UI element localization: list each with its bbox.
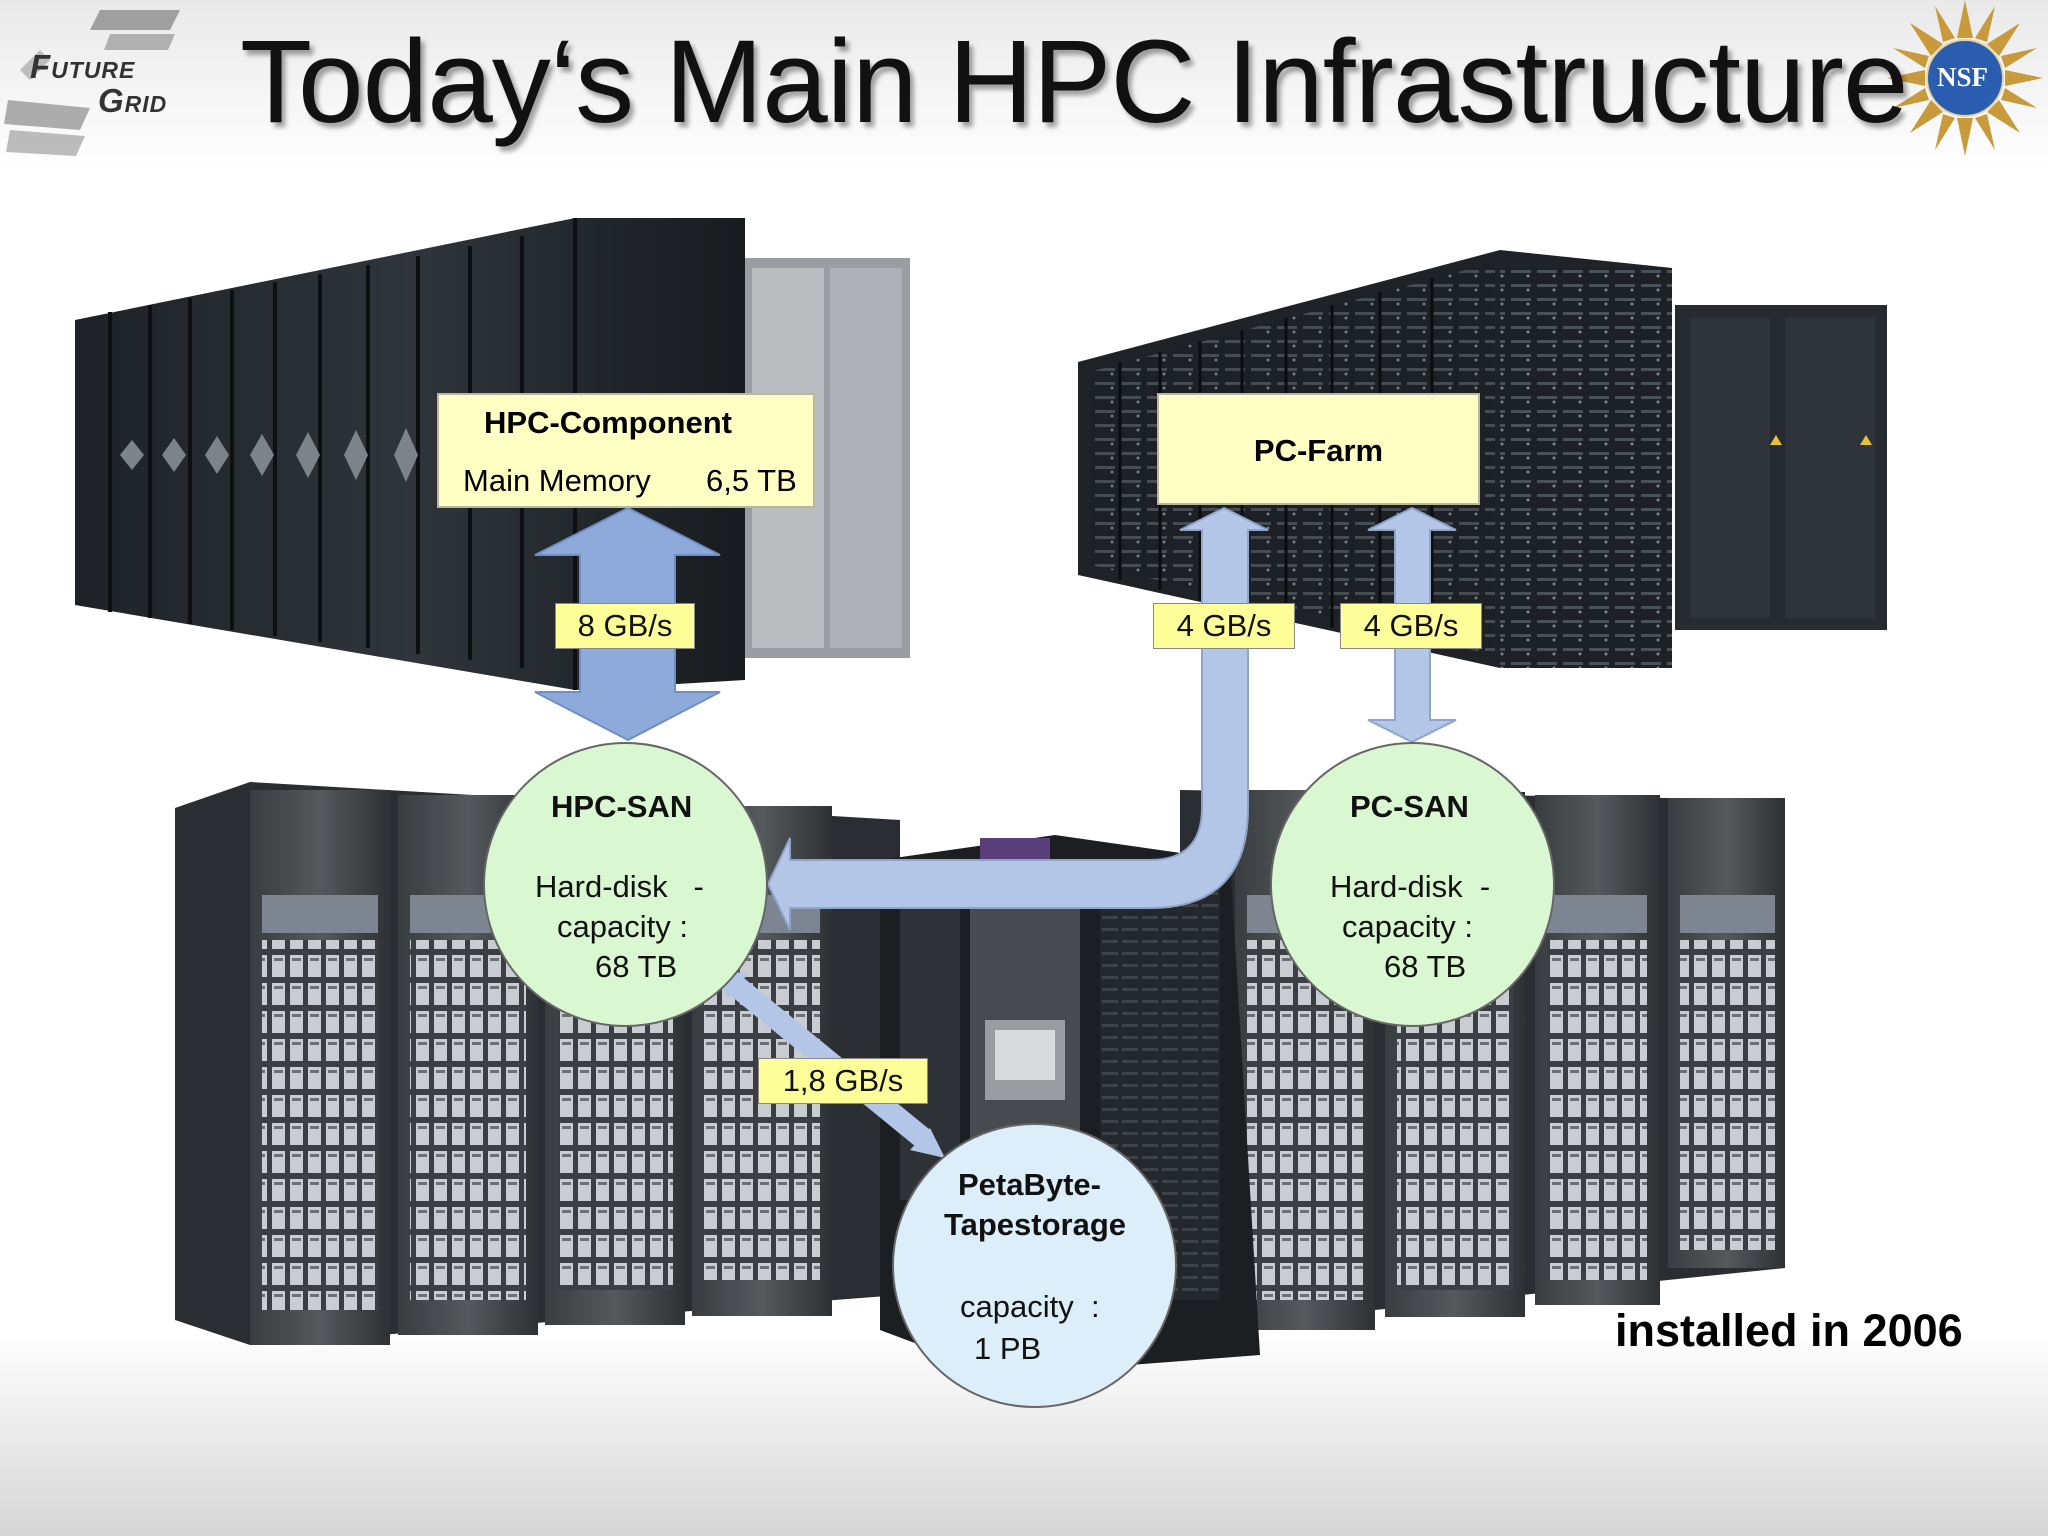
tape-bandwidth-label: 1,8 GB/s [758,1058,928,1104]
tape-storage-node: PetaByte- Tapestorage capacity : 1 PB [892,1123,1177,1408]
hpc-san-line2: capacity : [557,909,688,944]
hpc-san-line3: 68 TB [595,949,678,984]
pc-farm-title: PC-Farm [1253,433,1384,468]
nsf-logo-text: NSF [1937,62,1989,92]
farm-to-hpcsan-arrow [766,506,1269,931]
farm-bandwidth-label-right: 4 GB/s [1340,603,1482,649]
pc-farm-box: PC-Farm [1157,393,1480,505]
pc-san-line3: 68 TB [1384,949,1467,984]
hpc-component-memory-value: 6,5 TB [706,463,797,498]
pc-san-line1: Hard-disk - [1330,869,1491,904]
hpc-san-node: HPC-SAN Hard-disk - capacity : 68 TB [483,742,768,1027]
futuregrid-logo [4,10,180,156]
pc-san-title: PC-SAN [1350,789,1469,824]
futuregrid-logo-line1: Future [30,48,136,85]
futuregrid-logo-line2: Grid [98,82,168,119]
nsf-logo [1887,0,2043,156]
pc-san-line2: capacity : [1342,909,1473,944]
tape-storage-title-line1: PetaByte- [958,1167,1101,1202]
tape-storage-title-line2: Tapestorage [944,1207,1127,1242]
installed-note: installed in 2006 [1615,1305,1963,1356]
hpc-component-box: HPC-Component Main Memory 6,5 TB [437,393,815,508]
pc-san-node: PC-SAN Hard-disk - capacity : 68 TB [1270,742,1555,1027]
hpc-bandwidth-label: 8 GB/s [555,603,695,649]
page-title: Today‘s Main HPC Infrastructure [240,16,1909,148]
tape-storage-line2: 1 PB [974,1331,1042,1366]
hpc-san-line1: Hard-disk - [535,869,704,904]
hpc-component-memory-label: Main Memory [463,463,651,498]
farm-bandwidth-label-left: 4 GB/s [1153,603,1295,649]
hpc-component-title: HPC-Component [484,405,732,440]
hpc-san-title: HPC-SAN [551,789,693,824]
tape-storage-line1: capacity : [960,1289,1100,1324]
